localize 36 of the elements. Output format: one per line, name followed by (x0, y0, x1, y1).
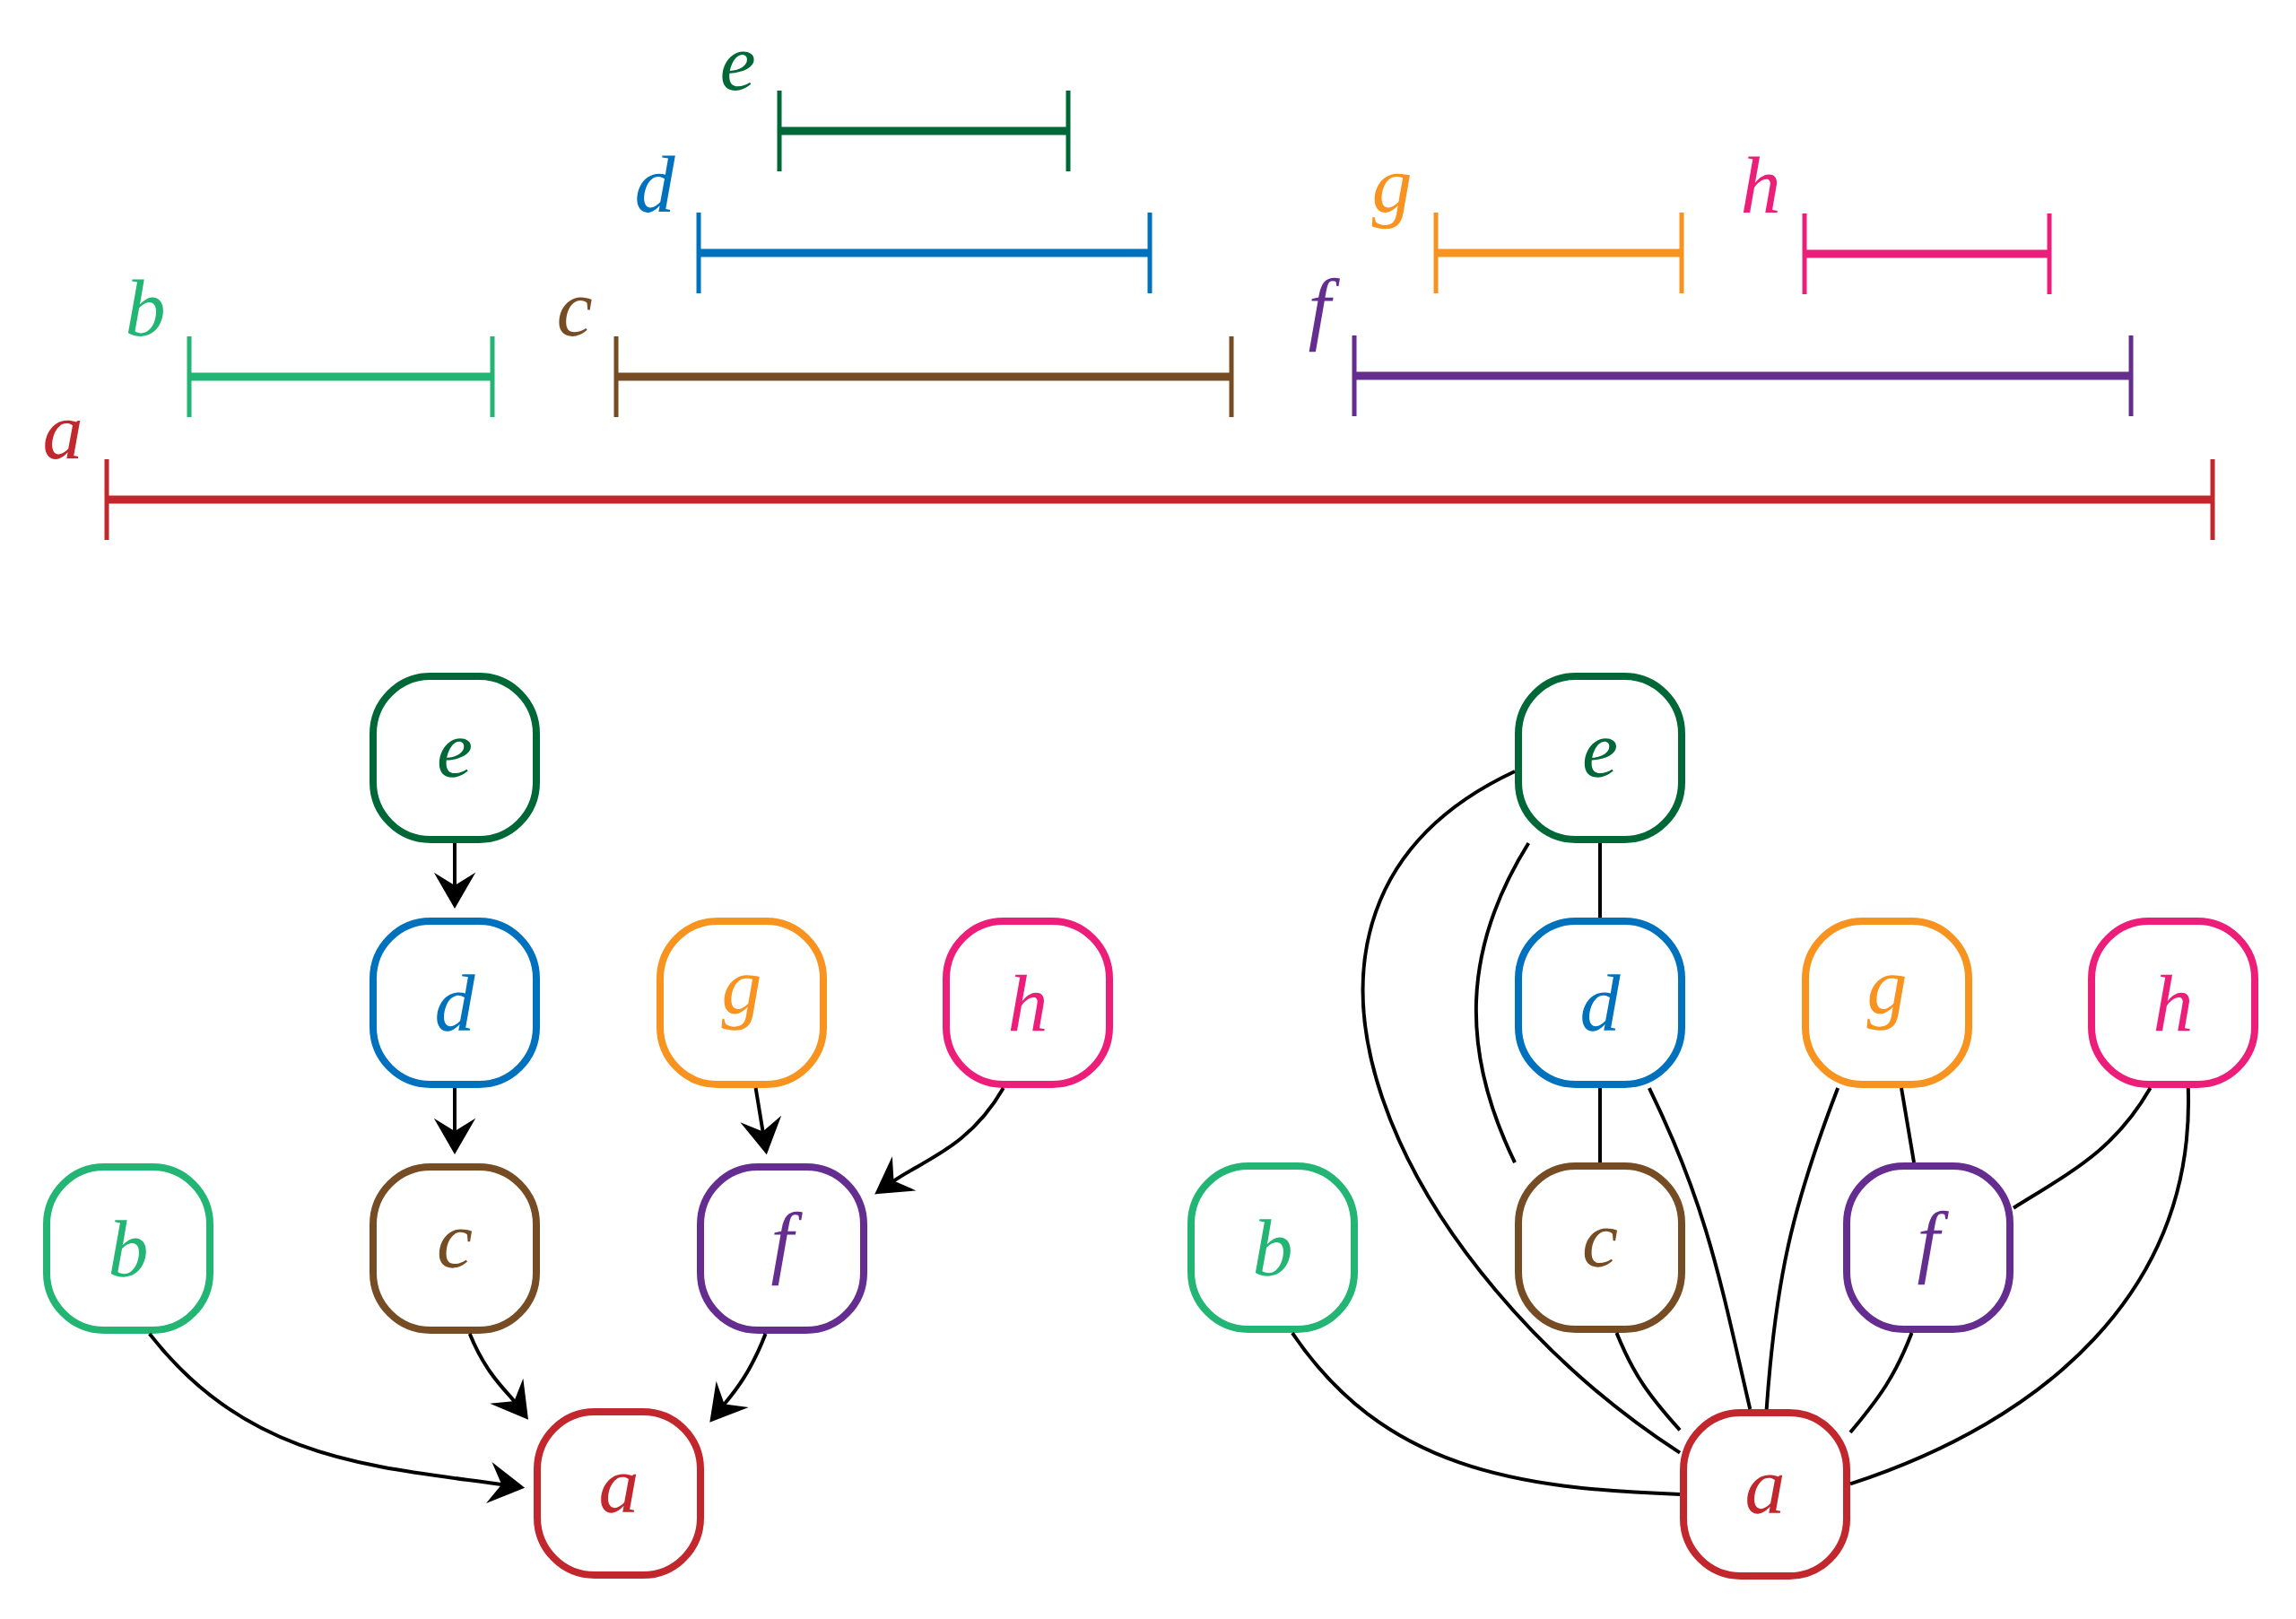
rounded-box: b (43, 1163, 213, 1334)
rounded-box: e (1515, 673, 1685, 843)
interval-label: f (1309, 277, 1340, 353)
connector-line (1474, 842, 1531, 1163)
connector-line (1598, 1088, 1602, 1162)
rounded-box: h (943, 918, 1113, 1088)
rounded-box: f (697, 1163, 867, 1334)
rounded-box: d (1515, 918, 1685, 1088)
connector-line (1764, 1087, 1840, 1410)
rounded-box: g (657, 918, 827, 1088)
interval-label: a (45, 420, 81, 459)
connector-line (1361, 770, 1682, 1455)
interval-label: d (637, 155, 675, 213)
interval-label: e (722, 51, 754, 91)
rounded-box: h (2088, 918, 2259, 1088)
connector-line (1848, 1332, 1914, 1434)
connector-line (1648, 1087, 1752, 1410)
rounded-box: a (1680, 1409, 1850, 1580)
rounded-box: e (370, 673, 540, 843)
rounded-box: d (370, 918, 540, 1088)
connector-line (1291, 1331, 1681, 1497)
interval-label: h (1743, 156, 1778, 213)
connector-line (1900, 1087, 1916, 1163)
connector-line (1598, 843, 1602, 918)
interval-label: g (1371, 173, 1410, 230)
rounded-box: c (370, 1163, 540, 1334)
rounded-box: a (534, 1408, 704, 1580)
rounded-box: g (1802, 918, 1972, 1088)
interval-label: b (127, 279, 163, 336)
rounded-box: b (1187, 1162, 1358, 1333)
connector-line (1614, 1332, 1682, 1432)
connector-line (1849, 1087, 2190, 1486)
rounded-box: f (1843, 1162, 2013, 1333)
connector-line (2012, 1086, 2152, 1210)
interval-label: c (559, 297, 592, 336)
rounded-box: c (1515, 1162, 1685, 1333)
